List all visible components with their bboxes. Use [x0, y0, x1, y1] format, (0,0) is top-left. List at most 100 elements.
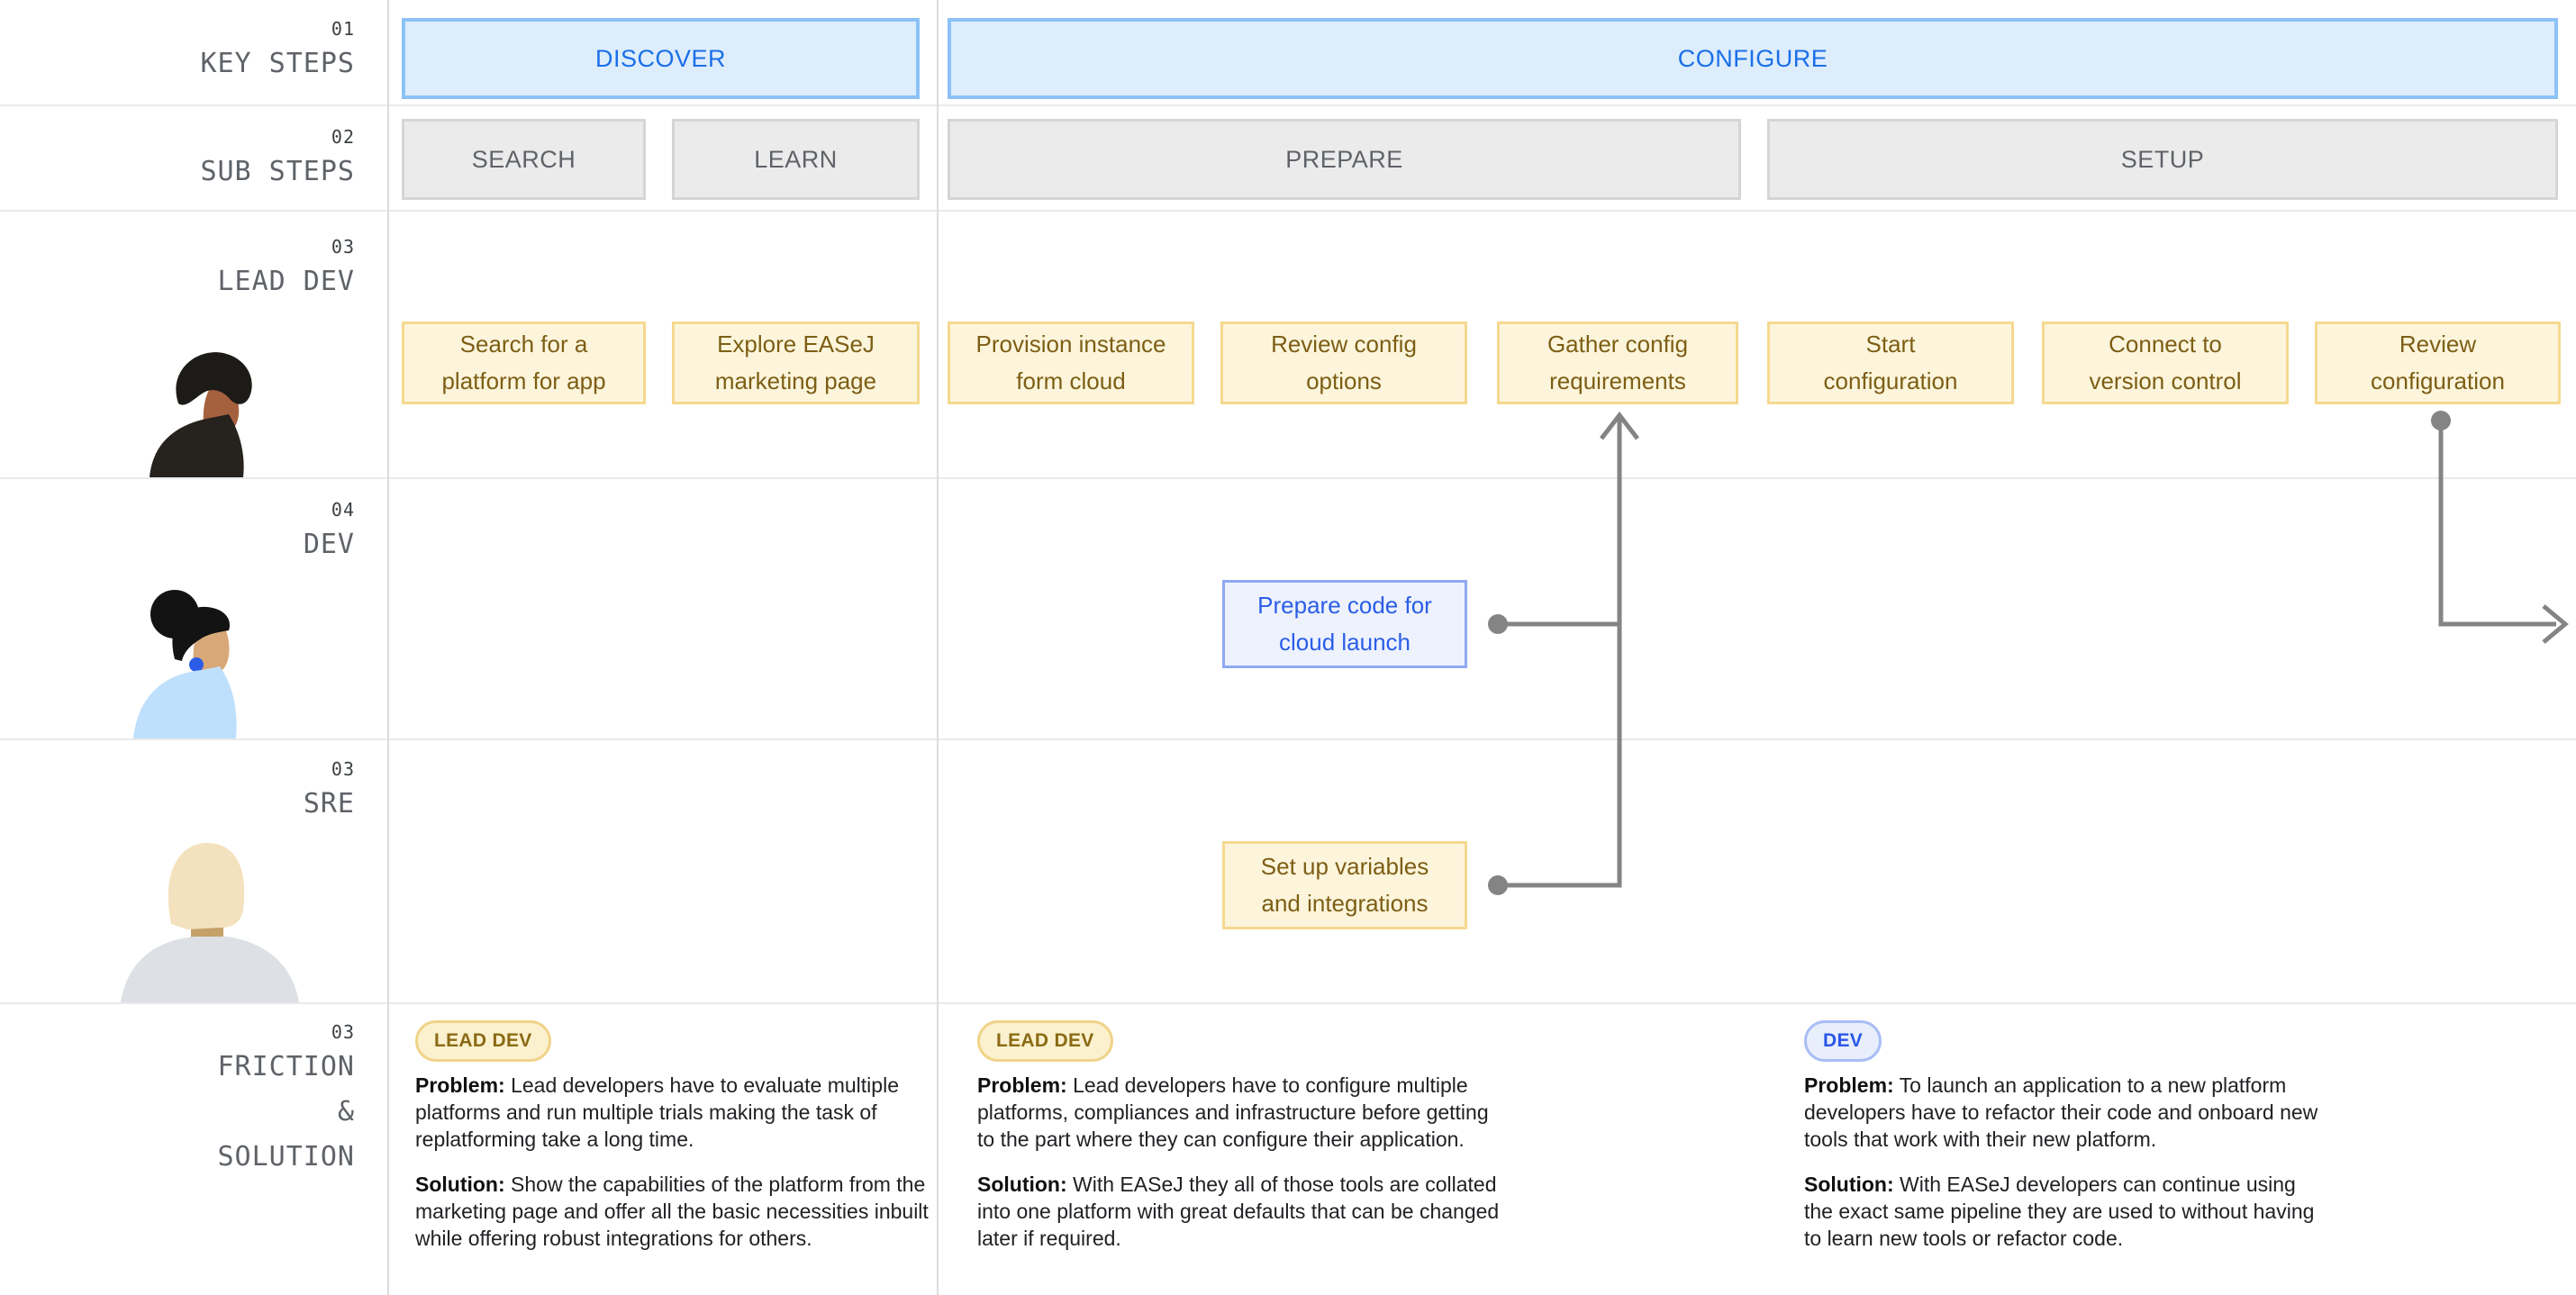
badge-label: LEAD DEV — [996, 1030, 1094, 1051]
sub-step-label: SEARCH — [471, 145, 576, 173]
row-divider — [0, 738, 2576, 740]
task-card[interactable]: Connect to version control — [2042, 321, 2289, 404]
task-line: Provision instance — [975, 331, 1166, 358]
solution-paragraph: Solution: With EASeJ they all of those t… — [977, 1171, 1500, 1252]
task-line: configuration — [2371, 367, 2505, 394]
column-divider — [937, 0, 939, 1295]
problem-label: Problem: — [977, 1073, 1067, 1097]
solution-label: Solution: — [415, 1173, 505, 1196]
dev-avatar — [133, 590, 237, 738]
row-divider — [0, 477, 2576, 479]
connector-dot — [1488, 614, 1508, 634]
row-number: 03 — [331, 1021, 355, 1043]
task-card[interactable]: Provision instance form cloud — [948, 321, 1194, 404]
friction-column-3: Problem: To launch an application to a n… — [1804, 1072, 2327, 1270]
task-line: Review — [2399, 331, 2477, 358]
task-line: Set up variables — [1260, 853, 1429, 880]
sub-step-setup[interactable]: SETUP — [1767, 119, 2558, 200]
row-title: DEV — [303, 529, 355, 560]
row-label-friction-solution: 03 FRICTION & SOLUTION — [0, 1019, 355, 1180]
row-label-sub-steps: 02 SUB STEPS — [0, 124, 355, 195]
task-card[interactable]: Review config options — [1220, 321, 1467, 404]
connector-vertical-line — [1501, 418, 1622, 888]
task-line: Gather config — [1547, 331, 1689, 358]
row-title: LEAD DEV — [217, 266, 355, 297]
solution-label: Solution: — [1804, 1173, 1894, 1196]
solution-paragraph: Solution: Show the capabilities of the p… — [415, 1171, 938, 1252]
task-line: Search for a — [459, 331, 588, 358]
task-line: Connect to — [2109, 331, 2222, 358]
task-line: Explore EASeJ — [717, 331, 875, 358]
row-title: KEY STEPS — [200, 48, 355, 79]
row-divider — [0, 1002, 2576, 1004]
key-step-configure[interactable]: CONFIGURE — [948, 18, 2558, 99]
row-divider — [0, 104, 2576, 106]
sub-step-label: SETUP — [2120, 145, 2205, 173]
problem-paragraph: Problem: Lead developers have to evaluat… — [415, 1072, 938, 1153]
task-line: Start — [1865, 331, 1916, 358]
connector-dot — [2431, 411, 2451, 430]
row-label-dev: 04 DEV — [0, 497, 355, 567]
task-card[interactable]: Gather config requirements — [1497, 321, 1738, 404]
badge-label: DEV — [1823, 1030, 1864, 1051]
row-title: & — [337, 1096, 355, 1127]
task-line: requirements — [1549, 367, 1686, 394]
solution-label: Solution: — [977, 1173, 1067, 1196]
dev-task-card[interactable]: Prepare code for cloud launch — [1222, 580, 1467, 668]
row-title: FRICTION — [217, 1051, 355, 1082]
solution-text: With EASeJ developers can continue using… — [1804, 1173, 2315, 1250]
sub-step-label: LEARN — [754, 145, 838, 173]
problem-paragraph: Problem: To launch an application to a n… — [1804, 1072, 2327, 1153]
sub-step-learn[interactable]: LEARN — [672, 119, 920, 200]
sre-task-card[interactable]: Set up variables and integrations — [1222, 841, 1467, 929]
lead-dev-avatar — [150, 352, 252, 477]
friction-column-2: Problem: Lead developers have to configu… — [977, 1072, 1500, 1270]
row-divider — [0, 210, 2576, 212]
row-number: 03 — [331, 758, 355, 780]
solution-text: Show the capabilities of the platform fr… — [415, 1173, 929, 1250]
task-line: options — [1306, 367, 1382, 394]
friction-badge-lead-dev[interactable]: LEAD DEV — [415, 1020, 551, 1062]
solution-text: With EASeJ they all of those tools are c… — [977, 1173, 1500, 1250]
sre-avatar — [121, 843, 299, 1002]
arrow-up-icon — [1600, 411, 1639, 440]
problem-label: Problem: — [415, 1073, 505, 1097]
task-line: Prepare code for — [1257, 592, 1432, 619]
task-line: cloud launch — [1279, 629, 1410, 656]
task-line: configuration — [1823, 367, 1958, 394]
connector-review-config — [2438, 421, 2556, 627]
row-title: SOLUTION — [217, 1141, 355, 1173]
row-number: 03 — [331, 236, 355, 258]
row-number: 01 — [331, 18, 355, 40]
problem-text: Lead developers have to configure multip… — [977, 1073, 1489, 1151]
row-number: 04 — [331, 499, 355, 521]
task-card[interactable]: Review configuration — [2315, 321, 2561, 404]
key-step-label: DISCOVER — [594, 44, 727, 72]
solution-paragraph: Solution: With EASeJ developers can cont… — [1804, 1171, 2327, 1252]
task-line: platform for app — [441, 367, 606, 394]
problem-text: Lead developers have to evaluate multipl… — [415, 1073, 899, 1151]
task-card[interactable]: Explore EASeJ marketing page — [672, 321, 920, 404]
task-line: marketing page — [714, 367, 877, 394]
task-line: Review config — [1271, 331, 1417, 358]
key-step-discover[interactable]: DISCOVER — [402, 18, 920, 99]
arrow-right-icon — [2542, 604, 2569, 644]
row-label-key-steps: 01 KEY STEPS — [0, 16, 355, 86]
friction-badge-dev[interactable]: DEV — [1804, 1020, 1882, 1062]
task-line: and integrations — [1261, 890, 1429, 917]
sub-step-search[interactable]: SEARCH — [402, 119, 646, 200]
sub-step-label: PREPARE — [1285, 145, 1403, 173]
row-label-sre: 03 SRE — [0, 756, 355, 827]
sub-step-prepare[interactable]: PREPARE — [948, 119, 1741, 200]
problem-label: Problem: — [1804, 1073, 1894, 1097]
task-card[interactable]: Start configuration — [1767, 321, 2014, 404]
row-number: 02 — [331, 126, 355, 148]
problem-paragraph: Problem: Lead developers have to configu… — [977, 1072, 1500, 1153]
friction-badge-lead-dev-2[interactable]: LEAD DEV — [977, 1020, 1113, 1062]
task-card[interactable]: Search for a platform for app — [402, 321, 646, 404]
task-line: form cloud — [1016, 367, 1126, 394]
row-title: SRE — [303, 788, 355, 820]
key-step-label: CONFIGURE — [1677, 44, 1828, 72]
column-divider — [387, 0, 389, 1295]
